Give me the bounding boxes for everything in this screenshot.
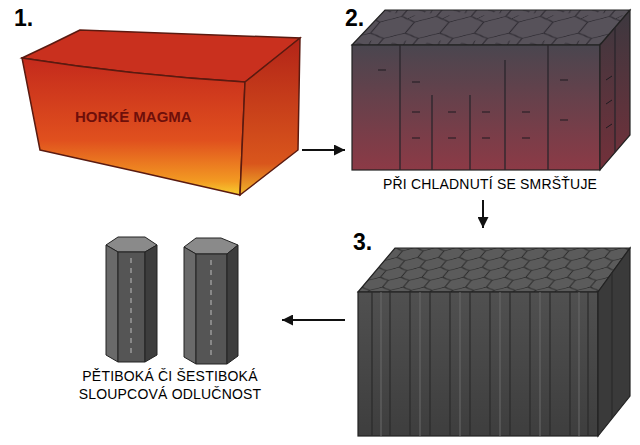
flow-arrow xyxy=(282,319,345,321)
step-number: 3. xyxy=(353,228,372,257)
cooling-block xyxy=(352,10,630,170)
flow-arrow xyxy=(482,200,484,228)
column-detail-panel: PĚTIBOKÁ ČI ŠESTIBOKÁ SLOUPCOVÁ ODLUČNOS… xyxy=(60,228,282,442)
cooling-panel: 2. PŘI CHLADNUTÍ SE SMRŠŤUJE xyxy=(345,4,635,200)
flow-arrow xyxy=(302,149,345,151)
basalt-column xyxy=(106,237,157,362)
basalt-column xyxy=(184,238,238,364)
magma-panel: 1. HORKÉ MAGMA xyxy=(12,4,302,200)
columnar-block xyxy=(358,248,630,436)
magma-block xyxy=(22,30,300,195)
block-label: HORKÉ MAGMA xyxy=(75,108,192,127)
step-number: 1. xyxy=(14,4,33,33)
step-number: 2. xyxy=(345,4,364,33)
columns-panel: 3. xyxy=(345,228,635,442)
caption-text: PĚTIBOKÁ ČI ŠESTIBOKÁ SLOUPCOVÁ ODLUČNOS… xyxy=(60,368,280,403)
caption-text: PŘI CHLADNUTÍ SE SMRŠŤUJE xyxy=(365,176,615,194)
